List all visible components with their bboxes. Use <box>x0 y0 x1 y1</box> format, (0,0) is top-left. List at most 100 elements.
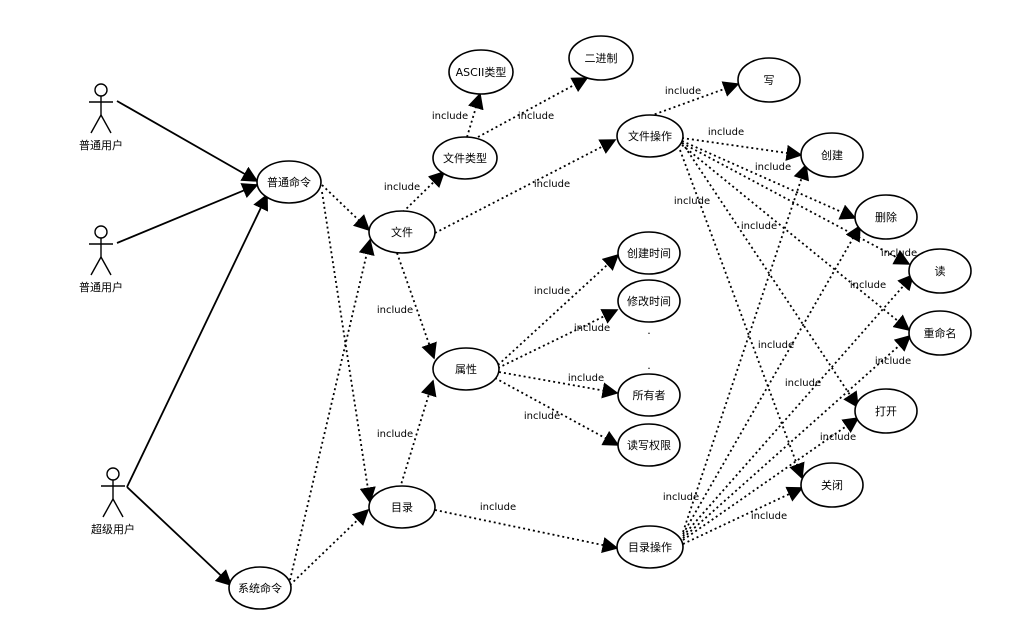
edge-label-include: include <box>534 286 570 297</box>
edge-label-include: include <box>518 111 554 122</box>
edge-file-fileops <box>434 139 617 234</box>
usecase-write-label: 写 <box>764 74 775 87</box>
edge-attr-createtime <box>497 253 620 366</box>
edge-label-include: include <box>377 305 413 316</box>
edge-fileops-create <box>681 137 803 161</box>
edge-label-include: include <box>665 86 701 97</box>
edge-superuser-system-cmd <box>126 486 233 587</box>
usecase-owner-label: 所有者 <box>633 388 666 402</box>
usecase-binary[interactable]: 二进制 <box>568 35 634 81</box>
usecase-file-ops[interactable]: 文件操作 <box>616 114 684 158</box>
usecase-owner[interactable]: 所有者 <box>617 373 681 417</box>
usecase-directory-label: 目录 <box>391 501 413 514</box>
actor-user1[interactable]: 普通用户 <box>79 83 123 152</box>
edge-label-include: include <box>875 356 911 367</box>
ellipsis-dot-2: · <box>647 362 651 375</box>
edge-label-include: include <box>881 248 917 259</box>
edge-normal-cmd-directory <box>321 191 376 504</box>
edge-fileops-delete <box>681 140 857 220</box>
usecase-directory[interactable]: 目录 <box>368 485 436 529</box>
edge-label-include: include <box>384 182 420 193</box>
usecase-write[interactable]: 写 <box>737 57 801 103</box>
edge-normal-cmd-file <box>321 184 371 232</box>
actor-user1-label: 普通用户 <box>79 138 123 152</box>
usecase-ascii-type-label: ASCII类型 <box>456 65 507 79</box>
edge-dirops-close <box>682 486 804 545</box>
edge-label-include: include <box>663 492 699 503</box>
actor-user2-label: 普通用户 <box>79 280 123 294</box>
edge-label-include: include <box>850 280 886 291</box>
edge-filetype-binary <box>477 77 589 138</box>
usecase-open-label: 打开 <box>875 404 897 418</box>
edge-dirops-open <box>682 417 860 541</box>
edge-label-include: include <box>377 429 413 440</box>
edge-superuser-normal-cmd <box>126 193 269 488</box>
usecase-rw-perm-label: 读写权限 <box>627 438 671 452</box>
edge-label-include: include <box>432 111 468 122</box>
edge-label-include: include <box>758 340 794 351</box>
usecase-close[interactable]: 关闭 <box>800 462 864 508</box>
edge-label-include: include <box>568 373 604 384</box>
edge-label-include: include <box>534 179 570 190</box>
edge-fileops-rename <box>681 144 911 332</box>
usecase-system-cmd[interactable]: 系统命令 <box>228 566 292 610</box>
usecase-delete[interactable]: 删除 <box>854 194 918 240</box>
usecase-normal-cmd[interactable]: 普通命令 <box>256 160 322 204</box>
edge-label-include: include <box>708 127 744 138</box>
edge-label-include: include <box>755 162 791 173</box>
usecase-delete-label: 删除 <box>875 210 897 224</box>
edge-label-include: include <box>674 196 710 207</box>
usecase-system-cmd-label: 系统命令 <box>238 581 282 595</box>
usecase-file-label: 文件 <box>391 225 413 239</box>
usecase-create-time-label: 创建时间 <box>627 246 671 260</box>
edge-label-include: include <box>751 511 787 522</box>
usecase-attribute[interactable]: 属性 <box>432 347 500 391</box>
usecase-file-type[interactable]: 文件类型 <box>432 136 498 180</box>
edge-directory-attribute <box>399 379 437 489</box>
usecase-attribute-label: 属性 <box>455 362 477 376</box>
edge-filetype-ascii <box>466 92 484 138</box>
usecase-read-label: 读 <box>935 264 946 278</box>
usecase-close-label: 关闭 <box>821 478 843 492</box>
usecase-modify-time[interactable]: 修改时间 <box>617 279 681 323</box>
usecase-dir-ops[interactable]: 目录操作 <box>616 525 684 569</box>
edge-label-include: include <box>524 411 560 422</box>
edge-fileops-write <box>649 81 740 117</box>
usecase-rename[interactable]: 重命名 <box>908 310 972 356</box>
usecase-normal-cmd-label: 普通命令 <box>267 175 311 189</box>
usecase-dir-ops-label: 目录操作 <box>628 540 672 554</box>
edge-label-include: include <box>741 221 777 232</box>
edge-label-include: include <box>480 502 516 513</box>
usecase-binary-label: 二进制 <box>585 52 618 65</box>
usecase-file-type-label: 文件类型 <box>443 151 487 165</box>
usecase-create-time[interactable]: 创建时间 <box>617 231 681 275</box>
edge-directory-dirops <box>434 509 619 553</box>
edge-dirops-rename <box>682 334 912 539</box>
usecase-ascii-type[interactable]: ASCII类型 <box>448 49 514 95</box>
actor-superuser-label: 超级用户 <box>91 522 135 536</box>
edge-attr-modifytime <box>497 309 619 369</box>
edge-dirops-delete <box>682 224 861 535</box>
usecase-file-ops-label: 文件操作 <box>628 129 672 143</box>
edge-fileops-close <box>679 149 805 480</box>
usecase-modify-time-label: 修改时间 <box>627 294 671 308</box>
usecase-create-label: 创建 <box>821 148 843 162</box>
edge-label-include: include <box>574 323 610 334</box>
usecase-rw-perm[interactable]: 读写权限 <box>617 423 681 467</box>
actor-superuser[interactable]: 超级用户 <box>91 467 135 536</box>
edge-system-cmd-file <box>289 238 375 581</box>
edge-user2-normal-cmd <box>116 183 259 244</box>
usecase-create[interactable]: 创建 <box>800 132 864 178</box>
edge-user1-normal-cmd <box>116 100 259 182</box>
edge-file-attribute <box>396 252 437 360</box>
edge-label-include: include <box>820 432 856 443</box>
usecase-rename-label: 重命名 <box>924 326 957 340</box>
edge-system-cmd-directory <box>289 508 370 586</box>
usecase-read[interactable]: 读 <box>908 248 972 294</box>
edge-fileops-open <box>684 146 859 409</box>
usecase-open[interactable]: 打开 <box>854 388 918 434</box>
edge-label-include: include <box>785 378 821 389</box>
actor-user2[interactable]: 普通用户 <box>79 225 123 294</box>
usecase-file[interactable]: 文件 <box>368 210 436 254</box>
